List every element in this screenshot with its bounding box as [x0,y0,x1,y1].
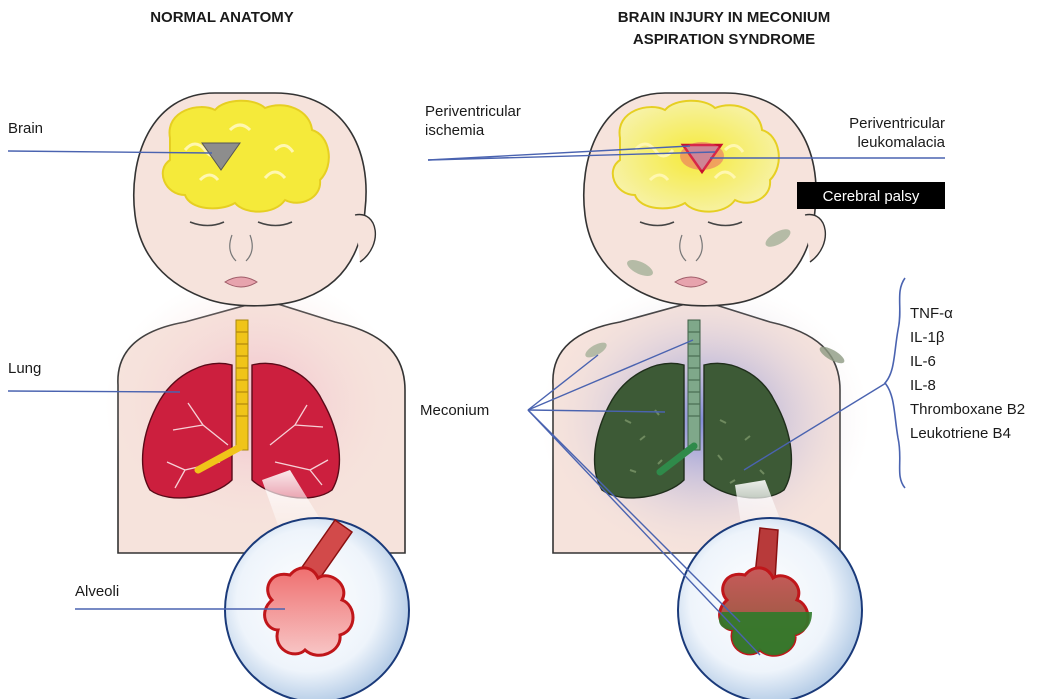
right-panel-title-line2: ASPIRATION SYNDROME [633,31,815,48]
right-trachea [688,320,700,450]
left-alveoli-sac [265,568,353,655]
mediator-item: IL-1β [910,329,945,346]
mediator-item: IL-6 [910,353,936,370]
mediators-brace [885,278,905,488]
left-trachea [236,320,248,450]
label-pv-ischemia-line1: Periventricular [425,103,521,120]
label-meconium: Meconium [420,402,489,419]
left-panel-title: NORMAL ANATOMY [150,9,294,26]
label-brain: Brain [8,120,43,137]
mediator-item: Leukotriene B4 [910,425,1011,442]
label-lung: Lung [8,360,41,377]
right-panel-title-line1: BRAIN INJURY IN MECONIUM [618,9,831,26]
left-brain [163,101,329,212]
label-alveoli: Alveoli [75,583,119,600]
left-panel-normal-anatomy: NORMAL ANATOMY Brain Lung [8,9,409,699]
label-cerebral-palsy: Cerebral palsy [823,188,920,205]
right-ear [805,215,825,262]
label-pvl-line2: leukomalacia [857,134,945,151]
left-ear [355,215,375,262]
label-pvl-line1: Periventricular [849,115,945,132]
right-panel-meconium: BRAIN INJURY IN MECONIUM ASPIRATION SYND… [420,9,1025,699]
mediator-item: TNF-α [910,305,953,322]
mediator-item: IL-8 [910,377,936,394]
label-pv-ischemia-line2: ischemia [425,122,485,139]
mediator-item: Thromboxane B2 [910,401,1025,418]
